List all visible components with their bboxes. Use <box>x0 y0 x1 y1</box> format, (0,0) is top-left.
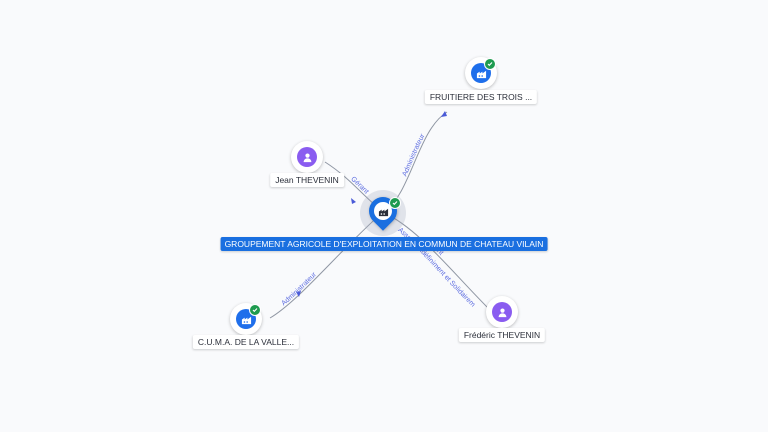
verified-check-icon <box>249 304 261 316</box>
arrow-jean <box>351 198 356 204</box>
node-cuma[interactable] <box>230 303 262 335</box>
verified-check-icon <box>389 197 401 209</box>
person-icon <box>492 302 512 322</box>
node-label-frederic[interactable]: Frédéric THEVENIN <box>458 328 546 342</box>
node-label-fruitiere[interactable]: FRUITIERE DES TROIS ... <box>424 90 538 104</box>
node-label-jean[interactable]: Jean THEVENIN <box>270 173 344 187</box>
edge-label-cuma: Administrateur <box>280 271 318 307</box>
person-icon <box>297 147 317 167</box>
arrow-cuma <box>296 291 301 297</box>
edge-label-fruitiere: Administrateur <box>401 132 426 177</box>
edge-label-frederic-2: Associé Indéfiniment et Solidairement Re… <box>0 1 476 309</box>
edge-label-jean: Gérant <box>349 176 369 196</box>
arrow-fruitiere <box>441 111 447 117</box>
building-icon <box>374 202 392 220</box>
verified-check-icon <box>484 58 496 70</box>
node-label-center[interactable]: GROUPEMENT AGRICOLE D'EXPLOITATION EN CO… <box>220 237 548 251</box>
node-fruitiere[interactable] <box>465 57 497 89</box>
node-frederic[interactable] <box>486 296 518 328</box>
node-label-cuma[interactable]: C.U.M.A. DE LA VALLE... <box>192 335 300 349</box>
node-jean[interactable] <box>291 141 323 173</box>
